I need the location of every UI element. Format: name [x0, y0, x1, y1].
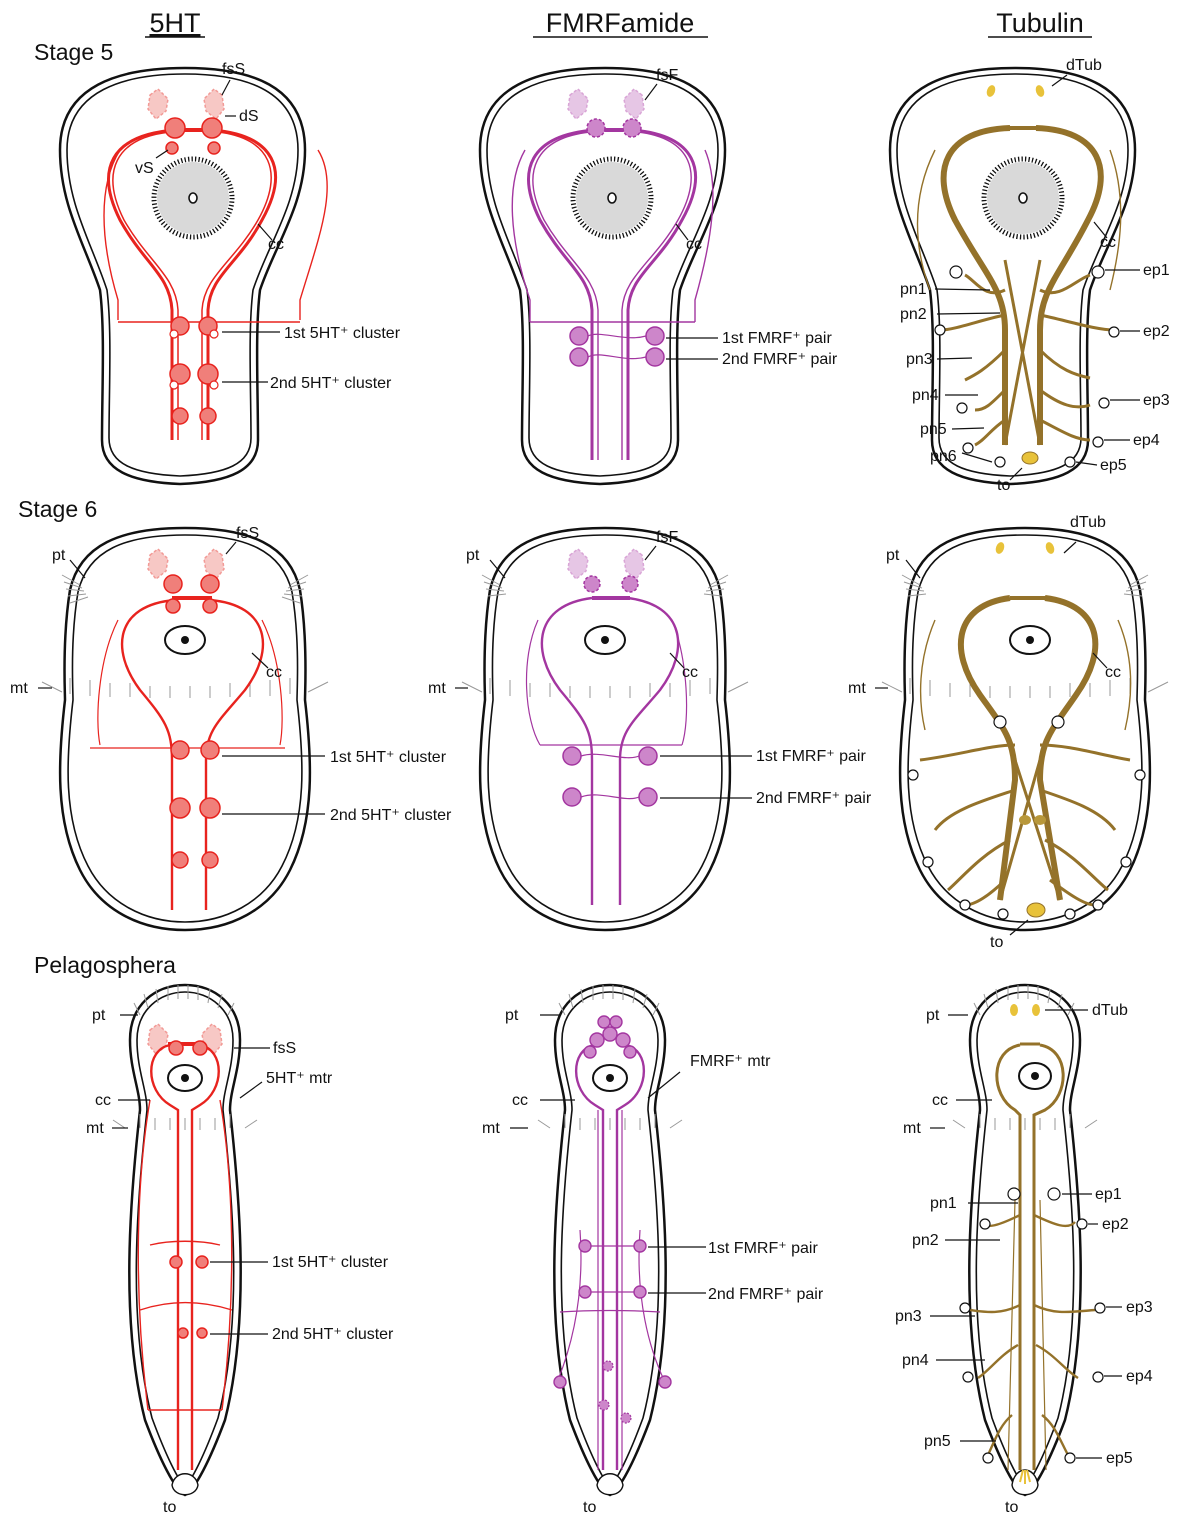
pelagosphera-5ht-panel: pt fsS cc 5HT⁺ mtr mt 1st 5HT⁺ cluster 2…: [86, 985, 394, 1516]
label-pair-2: 2nd FMRF⁺ pair: [722, 351, 838, 368]
label-ep5: ep5: [1100, 457, 1127, 474]
label-dtub: dTub: [1092, 1002, 1128, 1019]
label-pair-2: 2nd FMRF⁺ pair: [756, 790, 872, 807]
label-cc: cc: [682, 664, 698, 681]
label-mt: mt: [86, 1120, 104, 1137]
label-cluster-2: 2nd 5HT⁺ cluster: [330, 807, 452, 824]
label-cluster-1: 1st 5HT⁺ cluster: [330, 749, 447, 766]
label-to: to: [583, 1499, 596, 1516]
stage6-tubulin-panel: dTub pt mt cc to: [848, 514, 1168, 951]
label-dtub: dTub: [1066, 57, 1102, 74]
label-cluster-1: 1st 5HT⁺ cluster: [272, 1254, 389, 1271]
label-cluster-2: 2nd 5HT⁺ cluster: [272, 1326, 394, 1343]
label-to: to: [997, 477, 1010, 494]
label-mt: mt: [848, 680, 866, 697]
label-ep3: ep3: [1126, 1299, 1153, 1316]
label-cluster-1: 1st 5HT⁺ cluster: [284, 325, 401, 342]
label-mt: mt: [903, 1120, 921, 1137]
label-pt: pt: [505, 1007, 519, 1024]
column-title-5ht: 5HT: [149, 8, 200, 38]
label-pair-1: 1st FMRF⁺ pair: [756, 748, 866, 765]
label-pn1: pn1: [930, 1195, 957, 1212]
label-cc: cc: [1100, 234, 1116, 251]
label-ep1: ep1: [1095, 1186, 1122, 1203]
label-ep4: ep4: [1126, 1368, 1153, 1385]
stage5-5ht-panel: fsS dS vS cc 1st 5HT⁺ cluster 2nd 5HT⁺ c…: [60, 61, 401, 484]
fmrf-pair-1: [570, 327, 664, 345]
label-ep5: ep5: [1106, 1450, 1133, 1467]
label-pn2: pn2: [912, 1232, 939, 1249]
label-dtub: dTub: [1070, 514, 1106, 531]
label-fss: fsS: [273, 1040, 296, 1057]
label-mt: mt: [428, 680, 446, 697]
label-cc: cc: [268, 236, 284, 253]
fmrf-cluster-apical: [584, 1016, 636, 1058]
label-ep3: ep3: [1143, 392, 1170, 409]
label-ep2: ep2: [1143, 323, 1170, 340]
pelagosphera-tubulin-panel: pt dTub cc mt ep1 pn1 ep2 pn2 ep3 pn3 pn…: [895, 985, 1153, 1516]
column-title-fmrfamide: FMRFamide: [546, 8, 695, 38]
label-mt: mt: [482, 1120, 500, 1137]
label-vs: vS: [135, 160, 154, 177]
label-pn1: pn1: [900, 281, 927, 298]
label-cc: cc: [686, 236, 702, 253]
label-pair-1: 1st FMRF⁺ pair: [708, 1240, 818, 1257]
label-pn6: pn6: [930, 448, 957, 465]
label-pn2: pn2: [900, 306, 927, 323]
label-cluster-2: 2nd 5HT⁺ cluster: [270, 375, 392, 392]
label-fsf: fsF: [656, 67, 678, 84]
label-ep4: ep4: [1133, 432, 1160, 449]
label-pt: pt: [92, 1007, 106, 1024]
label-ep2: ep2: [1102, 1216, 1129, 1233]
column-title-tubulin: Tubulin: [996, 8, 1084, 38]
label-fsf: fsF: [656, 529, 678, 546]
label-fss: fsS: [236, 525, 259, 542]
label-pt: pt: [926, 1007, 940, 1024]
fmrf-pair-2: [570, 348, 664, 366]
stage6-5ht-panel: fsS pt mt cc 1st 5HT⁺ cluster 2nd 5HT⁺ c…: [10, 525, 452, 930]
label-pt: pt: [466, 547, 480, 564]
label-pn4: pn4: [902, 1352, 929, 1369]
label-pn3: pn3: [895, 1308, 922, 1325]
label-cc: cc: [1105, 664, 1121, 681]
label-ds: dS: [239, 108, 259, 125]
label-cc: cc: [932, 1092, 948, 1109]
stage5-fmrf-panel: fsF cc 1st FMRF⁺ pair 2nd FMRF⁺ pair: [480, 67, 838, 484]
label-cc: cc: [512, 1092, 528, 1109]
label-pn3: pn3: [906, 351, 933, 368]
label-cc: cc: [266, 664, 282, 681]
pelagosphera-fmrf-panel: pt cc FMRF⁺ mtr mt 1st FMRF⁺ pair 2nd FM…: [482, 985, 824, 1516]
label-5ht-mtr: 5HT⁺ mtr: [266, 1070, 333, 1087]
label-cc: cc: [95, 1092, 111, 1109]
label-mt: mt: [10, 680, 28, 697]
5ht-cluster-2: [170, 364, 218, 389]
label-pn4: pn4: [912, 387, 939, 404]
label-pn5: pn5: [920, 421, 947, 438]
label-pair-1: 1st FMRF⁺ pair: [722, 330, 832, 347]
stage5-tubulin-panel: cc dTub pn1 pn2 pn3 pn4 pn5 pn6 to ep1 e…: [890, 57, 1170, 494]
5ht-cluster-1: [170, 317, 218, 338]
label-pt: pt: [886, 547, 900, 564]
row-title-stage-5: Stage 5: [34, 39, 113, 65]
label-to: to: [163, 1499, 176, 1516]
label-fss: fsS: [222, 61, 245, 78]
label-pt: pt: [52, 547, 66, 564]
label-ep1: ep1: [1143, 262, 1170, 279]
label-to: to: [1005, 1499, 1018, 1516]
label-to: to: [990, 934, 1003, 951]
row-title-pelagosphera: Pelagosphera: [34, 952, 176, 978]
label-fmrf-mtr: FMRF⁺ mtr: [690, 1053, 771, 1070]
stage6-fmrf-panel: fsF pt mt cc 1st FMRF⁺ pair 2nd FMRF⁺ pa…: [428, 528, 872, 930]
label-pair-2: 2nd FMRF⁺ pair: [708, 1286, 824, 1303]
label-pn5: pn5: [924, 1433, 951, 1450]
row-title-stage-6: Stage 6: [18, 496, 97, 522]
